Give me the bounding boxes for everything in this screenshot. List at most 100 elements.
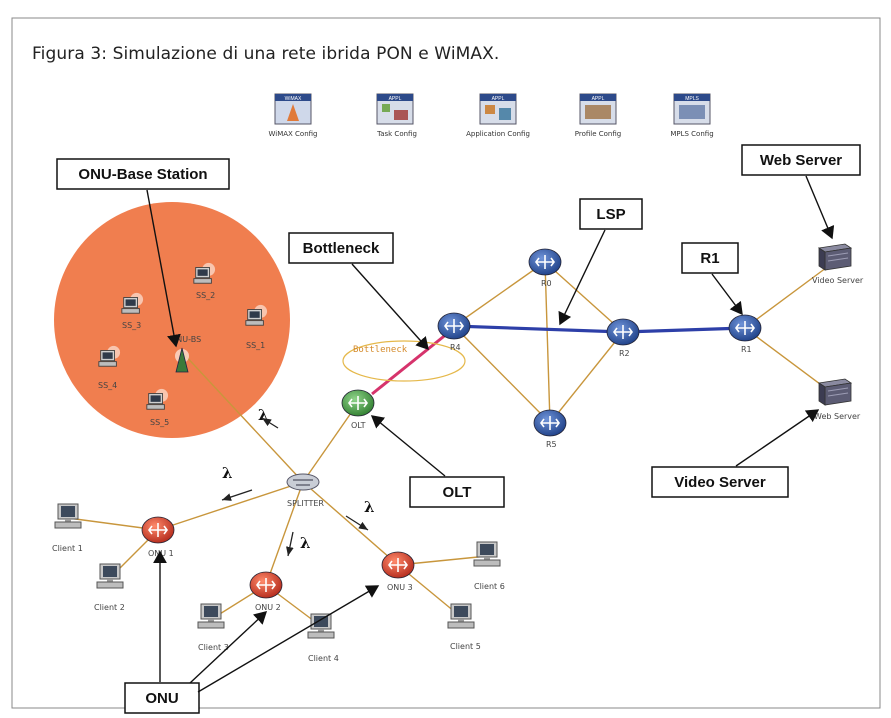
client5-label: Client 5 — [450, 642, 481, 651]
router-arrows-icon — [148, 523, 168, 537]
ss-node[interactable]: SS_4 — [98, 345, 121, 390]
lambda-indicator: λ — [345, 498, 375, 531]
ss2-label: SS_2 — [196, 291, 215, 300]
onu1-router-node[interactable]: ONU 1 — [141, 516, 175, 558]
r4-router-node[interactable]: R4 — [437, 312, 471, 352]
tool-application-label: Application Config — [466, 130, 530, 138]
callout-onu-bs: ONU-Base Station — [56, 158, 230, 348]
link-r0-r2 — [544, 261, 624, 333]
client-node[interactable]: Client 4 — [307, 613, 339, 663]
tower-icon — [287, 104, 299, 121]
task-icon — [382, 104, 390, 112]
router-arrows-icon — [444, 319, 464, 333]
svg-text:Video Server: Video Server — [674, 474, 766, 491]
tool-profile-label: Profile Config — [575, 130, 621, 138]
onu3-router-node[interactable]: ONU 3 — [381, 551, 415, 592]
r1-label: R1 — [741, 345, 752, 354]
onu-bs-node[interactable]: ONU-BS — [170, 335, 201, 373]
tool-wimax-config[interactable]: WiMAX WiMAX Config — [268, 93, 318, 138]
wimax-cell — [54, 202, 290, 438]
client-node[interactable]: Client 5 — [447, 603, 481, 651]
video-server-node-label: Video Server — [812, 276, 864, 285]
svg-text:Bottleneck: Bottleneck — [303, 240, 380, 257]
r1-router-node[interactable]: R1 — [728, 314, 762, 354]
link-splitter-onu1 — [157, 481, 304, 531]
onu2-router-node[interactable]: ONU 2 — [249, 571, 283, 612]
link-r1-webserver — [744, 327, 833, 394]
client-node[interactable]: Client 1 — [52, 503, 83, 553]
lambda-indicator: λ — [258, 406, 279, 429]
ss1-label: SS_1 — [246, 341, 265, 350]
svg-text:λ: λ — [300, 534, 311, 552]
ss5-label: SS_5 — [150, 418, 169, 427]
application-icon — [485, 105, 495, 114]
olt-router-node[interactable]: OLT — [341, 389, 375, 430]
onu3-label: ONU 3 — [387, 583, 413, 592]
tool-application-config[interactable]: APPL Application Config — [466, 93, 530, 138]
client4-label: Client 4 — [308, 654, 339, 663]
ss-node[interactable]: SS_3 — [121, 292, 144, 330]
router-arrows-icon — [348, 396, 368, 410]
client2-label: Client 2 — [94, 603, 125, 612]
tool-application-banner: APPL — [492, 96, 505, 102]
callout-lsp: LSP — [558, 198, 643, 326]
lambda-indicator: λ — [286, 531, 311, 557]
video-server-node[interactable]: Video Server — [812, 243, 864, 285]
client6-label: Client 6 — [474, 582, 505, 591]
r0-router-node[interactable]: R0 — [528, 248, 562, 288]
svg-text:Web Server: Web Server — [760, 152, 842, 169]
splitter-label: SPLITTER — [287, 499, 324, 508]
client-node[interactable]: Client 2 — [94, 563, 125, 612]
svg-text:R1: R1 — [700, 250, 719, 267]
client-node[interactable]: Client 3 — [197, 603, 229, 652]
tool-task-banner: APPL — [389, 96, 402, 102]
bottleneck-oval — [342, 340, 466, 382]
r5-label: R5 — [546, 440, 557, 449]
r2-router-node[interactable]: R2 — [606, 318, 640, 358]
r5-router-node[interactable]: R5 — [533, 409, 567, 449]
tool-profile-config[interactable]: APPL Profile Config — [575, 93, 621, 138]
profile-icon — [585, 105, 611, 119]
tool-task-config[interactable]: APPL Task Config — [376, 93, 417, 138]
tool-wimax-label: WiMAX Config — [268, 130, 317, 138]
callout-onu: ONU — [124, 550, 380, 714]
bottleneck-link — [371, 331, 449, 396]
router-arrows-icon — [535, 255, 555, 269]
ss-node[interactable]: SS_1 — [245, 304, 268, 350]
router-arrows-icon — [256, 578, 276, 592]
lsp-path — [453, 324, 746, 334]
svg-text:λ: λ — [364, 498, 375, 516]
ss-node[interactable]: SS_2 — [193, 262, 216, 300]
router-arrows-icon — [540, 416, 560, 430]
callout-bottleneck: Bottleneck — [288, 232, 429, 351]
tool-mpls-config[interactable]: MPLS MPLS Config — [670, 93, 714, 138]
splitter-node[interactable]: SPLITTER — [286, 473, 324, 508]
onu-bs-label: ONU-BS — [170, 335, 201, 344]
router-arrows-icon — [735, 321, 755, 335]
tool-mpls-label: MPLS Config — [670, 130, 713, 138]
svg-text:ONU: ONU — [145, 690, 178, 707]
link-r4-r5 — [453, 325, 551, 424]
router-arrows-icon — [613, 325, 633, 339]
tool-profile-banner: APPL — [592, 96, 605, 102]
r4-label: R4 — [450, 343, 461, 352]
svg-text:LSP: LSP — [596, 206, 625, 223]
link-r1-videoserver — [744, 261, 835, 329]
callout-r1: R1 — [681, 242, 743, 316]
web-server-node[interactable]: Web Server — [814, 378, 861, 421]
client1-label: Client 1 — [52, 544, 83, 553]
diagram-border — [11, 17, 881, 709]
svg-text:λ: λ — [222, 464, 233, 482]
lambda-indicator: λ — [221, 464, 253, 501]
bottleneck-oval-label: Bottleneck — [353, 345, 408, 355]
tool-task-label: Task Config — [376, 130, 417, 138]
ss-node[interactable]: SS_5 — [146, 388, 169, 427]
client3-label: Client 3 — [198, 643, 229, 652]
callout-web-server: Web Server — [741, 144, 861, 240]
link-splitter-onu2 — [265, 481, 304, 586]
ss3-label: SS_3 — [122, 321, 141, 330]
client-node[interactable]: Client 6 — [473, 541, 505, 591]
link-r4-r0 — [453, 261, 546, 327]
